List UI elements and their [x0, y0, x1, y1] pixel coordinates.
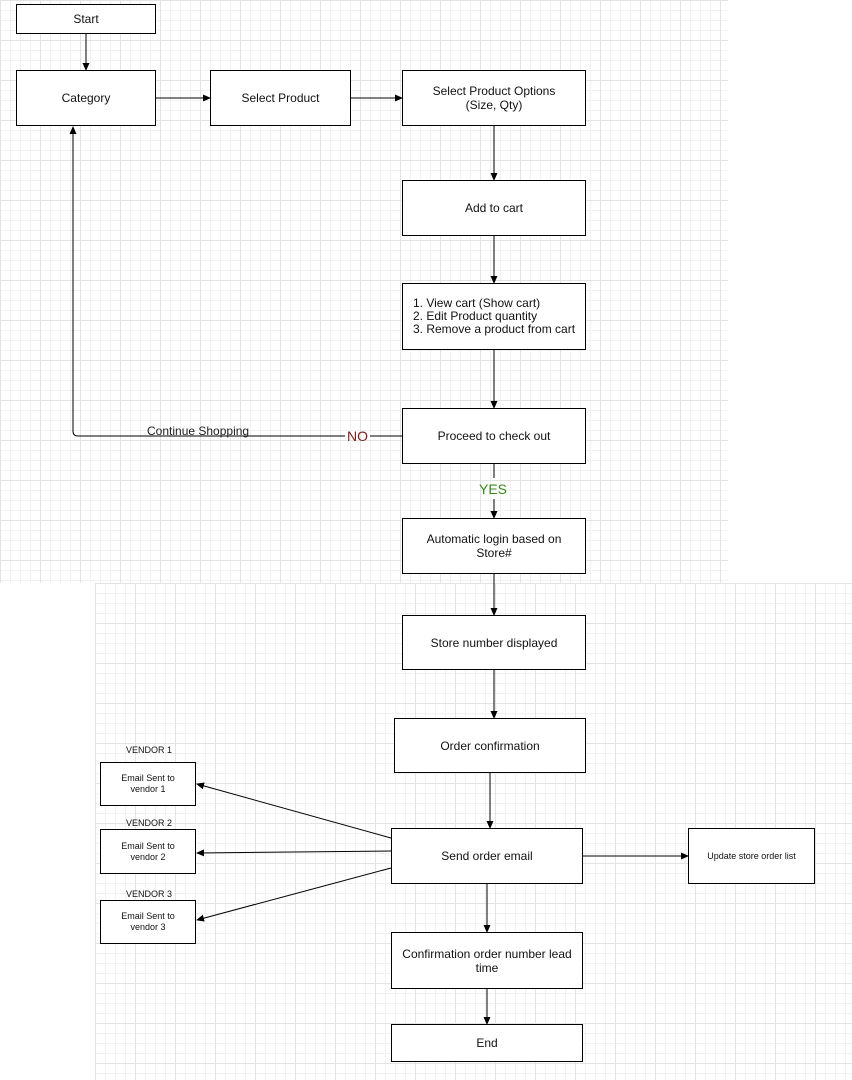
node-cart-actions[interactable]: 1. View cart (Show cart) 2. Edit Product…	[402, 283, 586, 350]
edge-email-vendor-1	[196, 782, 392, 839]
node-vendor-3-email[interactable]: Email Sent to vendor 3	[100, 900, 196, 944]
edge-label-yes: YES	[479, 481, 508, 497]
node-confirmation-lead-time[interactable]: Confirmation order number lead time	[391, 932, 583, 989]
vendor-1-title: VENDOR 1	[126, 745, 173, 755]
node-category[interactable]: Category	[16, 70, 156, 126]
edge-label-no: NO	[347, 428, 368, 444]
node-proceed-checkout[interactable]: Proceed to check out	[402, 408, 586, 464]
node-add-to-cart[interactable]: Add to cart	[402, 180, 586, 236]
node-end[interactable]: End	[391, 1024, 583, 1062]
node-update-store-order-list[interactable]: Update store order list	[688, 828, 815, 884]
node-vendor-1-email[interactable]: Email Sent to vendor 1	[100, 762, 196, 806]
node-select-product-options[interactable]: Select Product Options (Size, Qty)	[402, 70, 586, 126]
vendor-3-title: VENDOR 3	[126, 889, 173, 899]
node-send-order-email[interactable]: Send order email	[391, 828, 583, 884]
edge-label-continue-shopping: Continue Shopping	[147, 424, 250, 438]
edge-email-vendor-2	[196, 849, 392, 857]
vendor-2-title: VENDOR 2	[126, 818, 173, 828]
node-store-number[interactable]: Store number displayed	[402, 615, 586, 670]
node-start[interactable]: Start	[16, 4, 156, 34]
edge-email-vendor-3	[196, 867, 392, 922]
node-order-confirmation[interactable]: Order confirmation	[394, 718, 586, 773]
edge-no-continue-shopping	[73, 127, 402, 437]
node-vendor-2-email[interactable]: Email Sent to vendor 2	[100, 829, 196, 874]
node-automatic-login[interactable]: Automatic login based on Store#	[402, 518, 586, 574]
node-select-product[interactable]: Select Product	[210, 70, 351, 126]
